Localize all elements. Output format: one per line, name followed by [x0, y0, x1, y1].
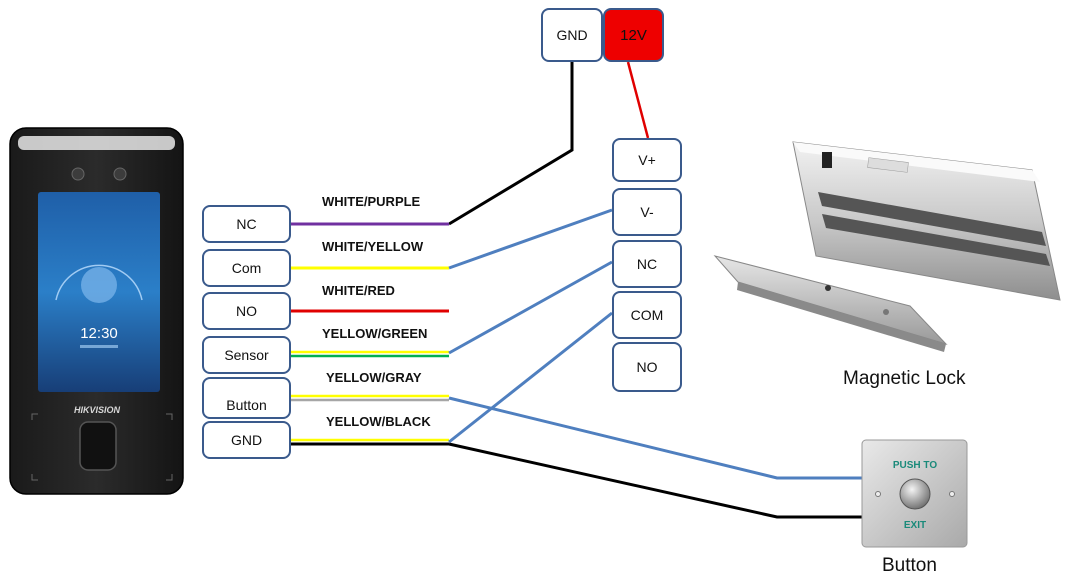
exit-button-bottom-text: EXIT [904, 520, 926, 531]
power-12v-terminal: 12V [603, 8, 664, 62]
device-brand: HIKVISION [74, 405, 121, 415]
lock-terminal-com: COM [612, 291, 682, 339]
push-button-icon [899, 478, 931, 510]
device-terminal-sensor: Sensor [202, 336, 291, 374]
exit-button-top-text: PUSH TO [893, 460, 937, 471]
wires [290, 61, 862, 519]
magnetic-lock-image [713, 141, 1061, 352]
lock-terminal-vplus: V+ [612, 138, 682, 182]
device-clock: 12:30 [80, 325, 118, 342]
exit-button-image: PUSH TO EXIT [861, 439, 968, 548]
lock-terminal-no: NO [612, 342, 682, 392]
magnetic-lock-caption: Magnetic Lock [843, 368, 966, 389]
wire-label-white-purple: WHITE/PURPLE [322, 194, 421, 209]
camera-icon [113, 167, 127, 181]
lock-terminal-vminus: V- [612, 188, 682, 236]
lock-terminal-nc: NC [612, 240, 682, 288]
device-terminal-no: NO [202, 292, 291, 330]
power-gnd-terminal: GND [541, 8, 603, 62]
camera-icon [71, 167, 85, 181]
wire-label-yellow-green: YELLOW/GREEN [322, 326, 428, 341]
device-terminal-nc: NC [202, 205, 291, 243]
fingerprint-reader [79, 421, 117, 471]
wire-label-yellow-gray: YELLOW/GRAY [326, 370, 422, 385]
face-icon [81, 267, 117, 303]
wire-label-yellow-black: YELLOW/BLACK [326, 414, 431, 429]
exit-button-caption: Button [882, 555, 937, 576]
wire-label-white-yellow: WHITE/YELLOW [322, 239, 424, 254]
device-terminal-gnd: GND [202, 421, 291, 459]
device-terminal-button: Button [202, 377, 291, 419]
device-terminal-com: Com [202, 249, 291, 287]
face-terminal-device: 12:30 HIKVISION [9, 127, 184, 495]
wire-label-white-red: WHITE/RED [322, 283, 395, 298]
